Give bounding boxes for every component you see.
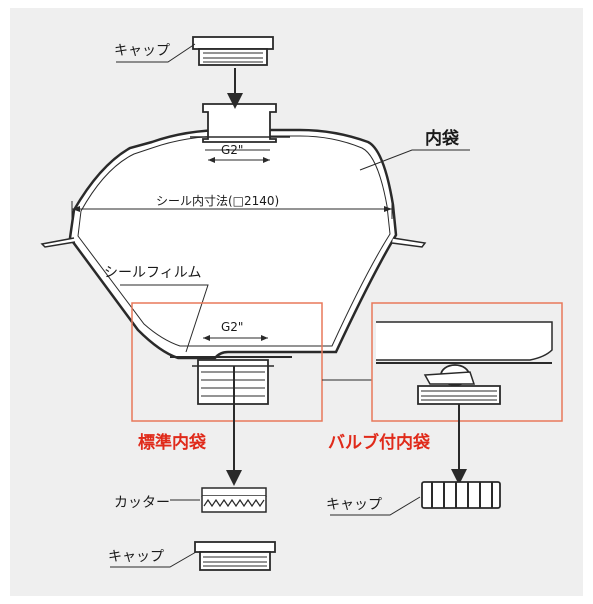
valve-bag-box xyxy=(371,302,563,422)
valve-bag-label: バルブ付内袋 xyxy=(328,433,430,453)
top-cap-shape xyxy=(116,36,274,66)
standard-bag-box xyxy=(131,302,323,422)
cutter-label: カッター xyxy=(114,495,170,511)
inner-bag-body xyxy=(68,128,398,360)
g2-bottom-dimension xyxy=(203,335,268,341)
g2-top-label: G2" xyxy=(221,143,244,157)
seal-dimension-line xyxy=(71,201,393,219)
valve-detail xyxy=(376,321,553,405)
inner-bag-label: 内袋 xyxy=(425,129,459,149)
g2-top-dimension xyxy=(208,157,270,163)
cap-valve-label: キャップ xyxy=(326,497,382,513)
g2-bottom-label: G2" xyxy=(221,320,244,334)
seal-dimension-label: シール内寸法(□2140) xyxy=(156,194,280,208)
cap-bottom-label: キャップ xyxy=(108,549,164,565)
seal-film-leader xyxy=(120,284,209,353)
valve-cap-shape xyxy=(330,481,501,516)
inner-bag-leader xyxy=(359,149,470,171)
bottom-spout xyxy=(170,356,292,405)
top-spout xyxy=(190,103,290,151)
bottom-cap-shape xyxy=(110,541,276,571)
bag-side-flanges xyxy=(40,237,427,248)
standard-bag-label: 標準内袋 xyxy=(138,433,206,453)
seal-film-label: シールフィルム xyxy=(104,265,202,281)
cutter-shape xyxy=(170,487,267,513)
cap-top-label: キャップ xyxy=(114,43,170,59)
